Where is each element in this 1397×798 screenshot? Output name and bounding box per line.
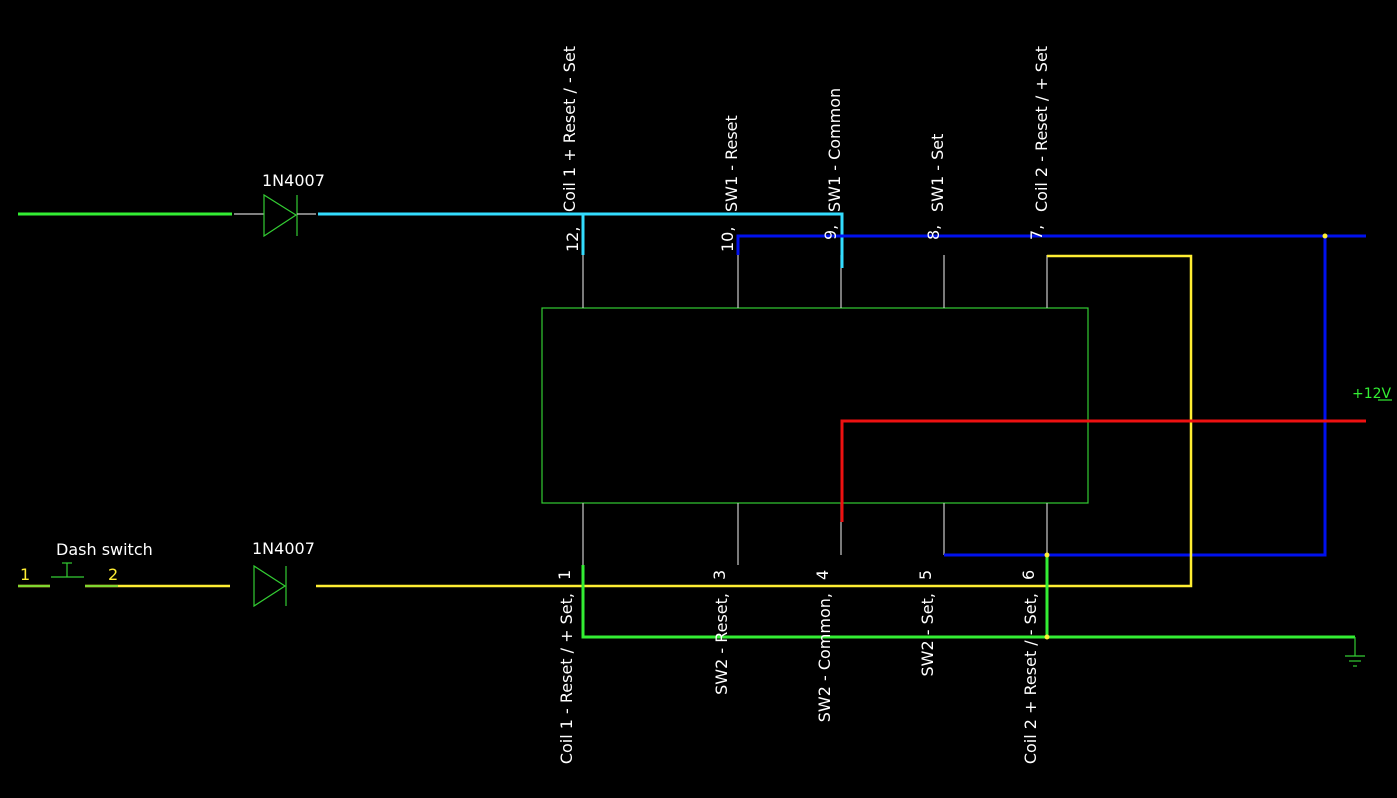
wire-cyan[interactable] — [318, 212, 844, 268]
pin-number-10: 10, — [718, 227, 737, 252]
ground-icon[interactable] — [1345, 637, 1365, 667]
wire-green-ground[interactable] — [581, 555, 1355, 639]
relay-bottom-pins — [582, 503, 1048, 565]
pin-label-8: SW1 - Set — [928, 134, 947, 212]
pin-number-12: 12, — [563, 227, 582, 252]
pin-number-3: 3 — [710, 570, 729, 580]
wire-blue[interactable] — [736, 234, 1366, 557]
pin-label-5: SW2 - Set, — [918, 593, 937, 676]
relay-body[interactable] — [541, 307, 1089, 504]
pin-number-1: 1 — [555, 570, 574, 580]
dash-switch[interactable] — [18, 562, 118, 587]
pin-label-12: Coil 1 + Reset / - Set — [560, 46, 579, 212]
dash-switch-pin1: 1 — [20, 565, 30, 584]
junction-dot — [1044, 552, 1050, 558]
junctions — [1044, 233, 1328, 640]
bottom-pin-labels: 1 Coil 1 - Reset / + Set, 3 SW2 - Reset,… — [555, 570, 1040, 764]
junction-dot — [1044, 634, 1050, 640]
pin-label-3: SW2 - Reset, — [712, 593, 731, 695]
pin-number-5: 5 — [916, 570, 935, 580]
dash-switch-label: Dash switch — [56, 540, 153, 559]
dash-switch-pin2: 2 — [108, 565, 118, 584]
pin-number-8: 8, — [924, 225, 943, 240]
relay-top-pins — [582, 255, 1048, 308]
pin-number-4: 4 — [813, 570, 832, 580]
pin-label-1: Coil 1 - Reset / + Set, — [557, 593, 576, 764]
pin-label-6: Coil 2 + Reset / - Set, — [1021, 593, 1040, 764]
diode-bottom-label: 1N4007 — [252, 539, 315, 558]
junction-dot — [1322, 233, 1328, 239]
wire-red[interactable] — [840, 419, 1366, 522]
diode-top[interactable] — [234, 193, 316, 238]
supply-label: +12V — [1352, 386, 1392, 402]
pin-label-9: SW1 - Common — [825, 88, 844, 212]
diode-bottom[interactable] — [253, 564, 287, 608]
pin-label-10: SW1 - Reset — [722, 115, 741, 212]
diode-top-triangle — [263, 193, 298, 238]
pin-number-9: 9, — [821, 225, 840, 240]
pin-label-7: Coil 2 - Reset / + Set — [1032, 46, 1051, 212]
pin-number-7: 7, — [1027, 225, 1046, 240]
top-pin-labels: 12, Coil 1 + Reset / - Set 10, SW1 - Res… — [560, 46, 1051, 252]
pin-label-4: SW2 - Common, — [815, 593, 834, 722]
diode-bottom-triangle — [253, 564, 287, 608]
pin-number-6: 6 — [1019, 570, 1038, 580]
diode-top-label: 1N4007 — [262, 171, 325, 190]
